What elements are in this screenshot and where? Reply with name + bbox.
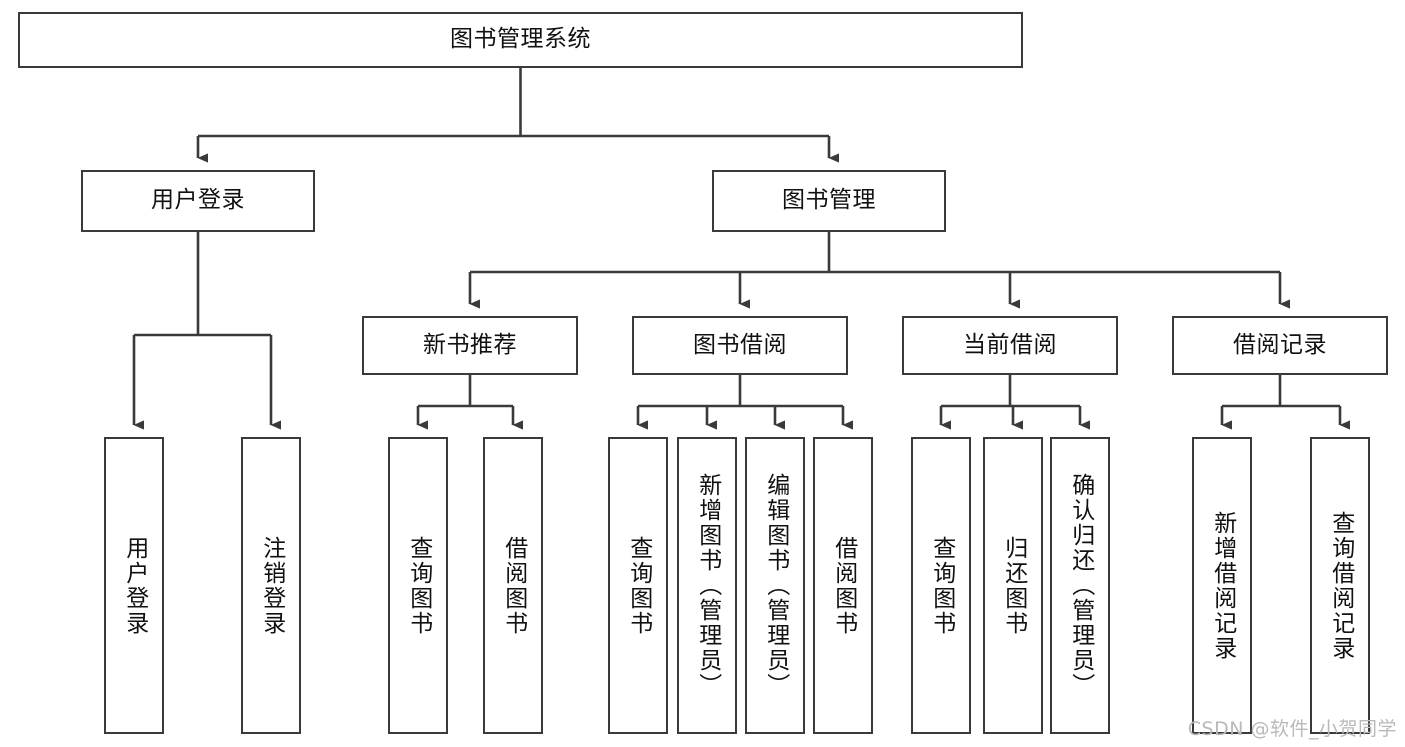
node-leaf-user-login[interactable]: 用户登录	[104, 437, 164, 734]
node-label: 查询图书	[405, 535, 432, 636]
node-leaf-query-record[interactable]: 查询借阅记录	[1310, 437, 1370, 734]
node-leaf-add-book[interactable]: 新增图书（管理员）	[677, 437, 737, 734]
node-label: 用户登录	[151, 187, 245, 214]
node-leaf-query-book-2[interactable]: 查询图书	[608, 437, 668, 734]
node-leaf-return-book[interactable]: 归还图书	[983, 437, 1043, 734]
node-leaf-confirm-return[interactable]: 确认归还（管理员）	[1050, 437, 1110, 734]
node-current-borrow[interactable]: 当前借阅	[902, 316, 1118, 375]
node-label: 新增借阅记录	[1209, 510, 1236, 661]
node-label: 图书借阅	[693, 331, 787, 358]
node-label: 查询图书	[625, 535, 652, 636]
node-label: 确认归还（管理员）	[1067, 473, 1094, 698]
node-label: 注销登录	[258, 535, 285, 636]
node-borrow-record[interactable]: 借阅记录	[1172, 316, 1388, 375]
node-label: 新书推荐	[423, 331, 517, 358]
node-label: 归还图书	[1000, 535, 1027, 636]
node-leaf-add-record[interactable]: 新增借阅记录	[1192, 437, 1252, 734]
node-leaf-query-book-3[interactable]: 查询图书	[911, 437, 971, 734]
node-label: 图书管理	[782, 187, 876, 214]
csdn-watermark: CSDN @软件_小贺同学	[1187, 718, 1397, 740]
node-label: 新增图书（管理员）	[694, 473, 721, 698]
node-book-manage[interactable]: 图书管理	[712, 170, 946, 232]
node-label: 当前借阅	[963, 331, 1057, 358]
node-label: 借阅记录	[1233, 331, 1327, 358]
node-new-book-rec[interactable]: 新书推荐	[362, 316, 578, 375]
node-label: 编辑图书（管理员）	[762, 473, 789, 698]
node-leaf-edit-book[interactable]: 编辑图书（管理员）	[745, 437, 805, 734]
node-root[interactable]: 图书管理系统	[18, 12, 1023, 68]
node-label: 查询借阅记录	[1327, 510, 1354, 661]
node-label: 借阅图书	[500, 535, 527, 636]
node-label: 用户登录	[121, 535, 148, 636]
node-label: 借阅图书	[830, 535, 857, 636]
node-user-login[interactable]: 用户登录	[81, 170, 315, 232]
node-leaf-logout[interactable]: 注销登录	[241, 437, 301, 734]
node-leaf-query-book-1[interactable]: 查询图书	[388, 437, 448, 734]
node-label: 查询图书	[928, 535, 955, 636]
node-book-borrow[interactable]: 图书借阅	[632, 316, 848, 375]
node-label: 图书管理系统	[450, 26, 591, 53]
node-leaf-borrow-book-1[interactable]: 借阅图书	[483, 437, 543, 734]
node-leaf-borrow-book-2[interactable]: 借阅图书	[813, 437, 873, 734]
